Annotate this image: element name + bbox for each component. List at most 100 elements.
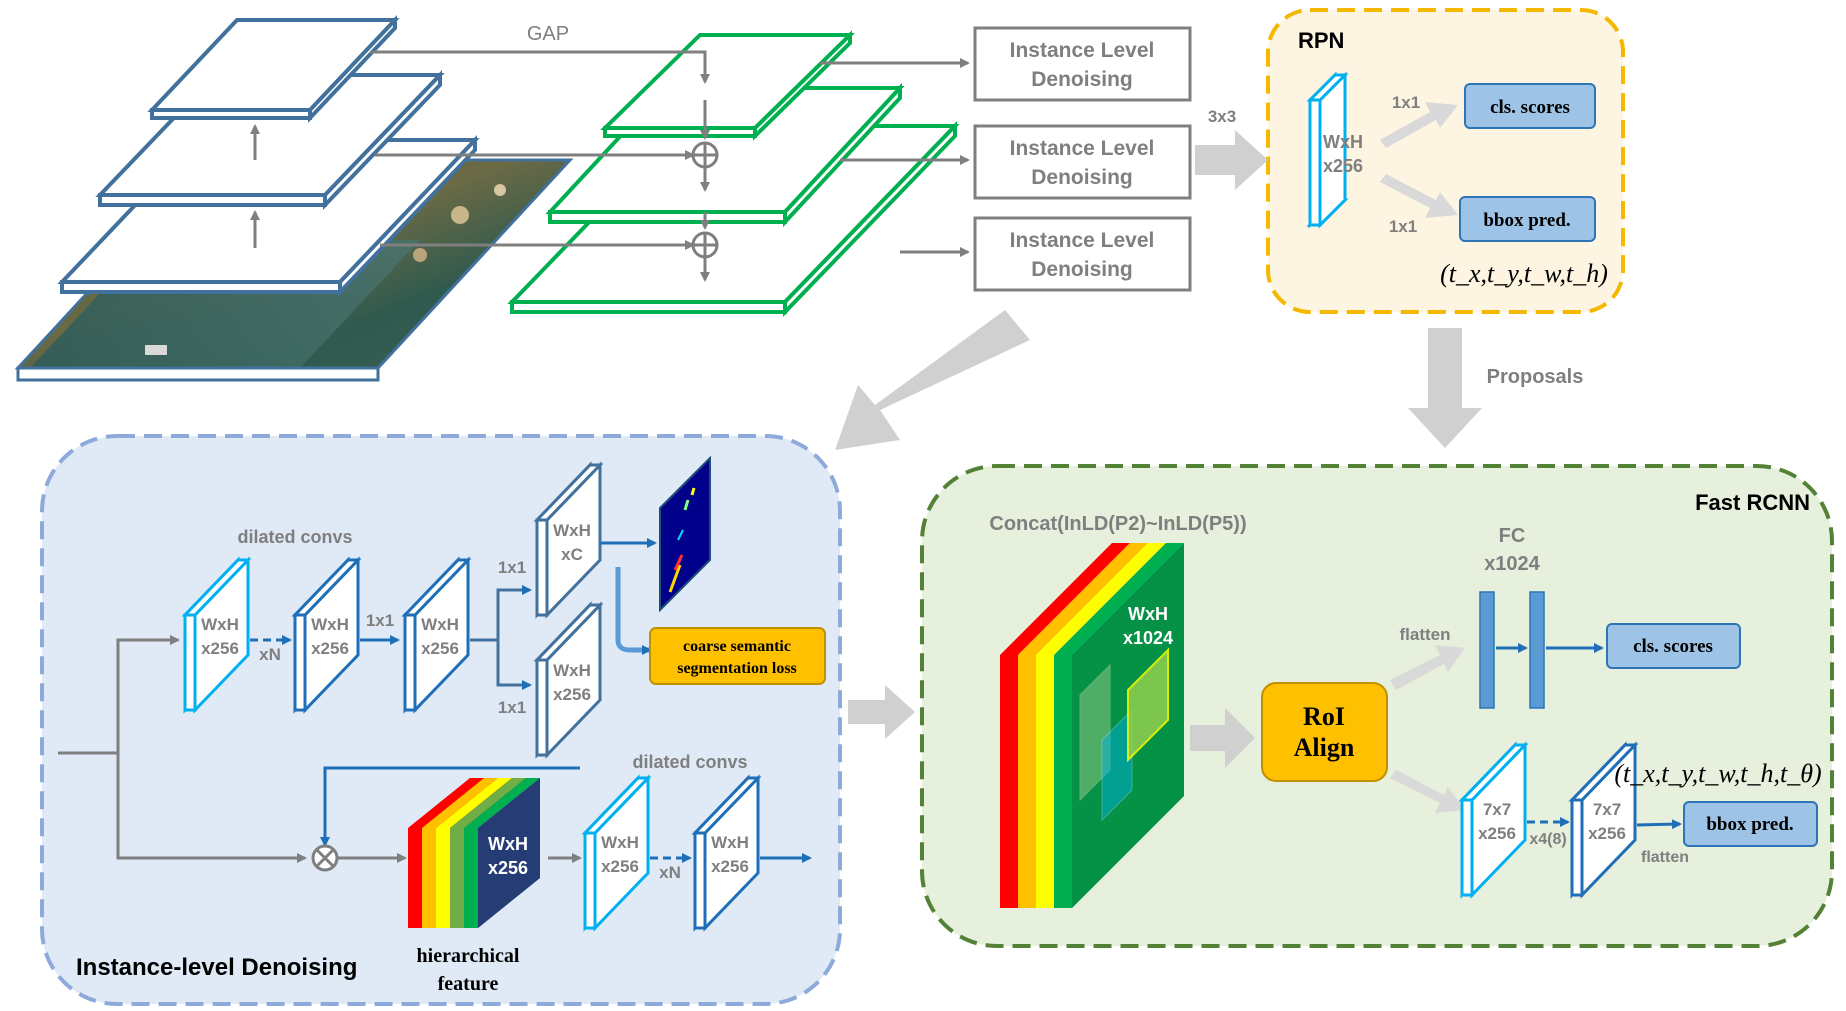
inld-box-1: Instance Level Denoising — [973, 26, 1192, 102]
fc-dim-label: x1024 — [1484, 553, 1540, 575]
ild-feature-2: WxH x256 — [291, 556, 362, 714]
fc-bar-1 — [1479, 591, 1495, 709]
svg-text:coarse semantic: coarse semantic — [683, 638, 791, 655]
proposals-label: Proposals — [1487, 366, 1584, 388]
svg-text:segmentation loss: segmentation loss — [677, 660, 797, 677]
rpn-bbox-arrow — [1380, 174, 1458, 218]
svg-text:WxH: WxH — [553, 521, 591, 540]
proposals-arrow — [1408, 328, 1482, 448]
svg-text:x256: x256 — [201, 639, 239, 658]
fpn-layer-top — [147, 14, 400, 124]
xN-top-label: xN — [259, 645, 281, 664]
sum-node-1 — [691, 141, 719, 169]
segmentation-map — [659, 455, 711, 613]
svg-text:Align: Align — [1294, 733, 1355, 762]
ild-to-rcnn-arrow — [848, 685, 915, 739]
ild-feature-b: WxH x256 — [533, 601, 604, 759]
svg-text:cls. scores: cls. scores — [1490, 97, 1570, 118]
svg-text:x256: x256 — [1588, 824, 1626, 843]
rpn-cls-arrow — [1380, 102, 1458, 148]
multiply-node — [311, 844, 339, 872]
ild-feature-3: WxH x256 — [401, 556, 472, 714]
svg-text:x256: x256 — [1478, 824, 1516, 843]
svg-text:x256: x256 — [601, 857, 639, 876]
svg-text:x256: x256 — [1323, 156, 1363, 176]
svg-text:WxH: WxH — [711, 833, 749, 852]
gap-connection — [370, 50, 710, 84]
rpn-bbox-formula: (t_x,t_y,t_w,t_h) — [1440, 259, 1608, 288]
to-seg-loss-arrow — [615, 567, 652, 655]
branch-lower-arrow — [496, 640, 532, 690]
rpn-title: RPN — [1298, 28, 1344, 53]
svg-text:Instance Level: Instance Level — [1010, 137, 1155, 160]
fc-label: FC — [1499, 525, 1526, 547]
fpn-layer-middle — [95, 70, 445, 210]
flatten-bottom-label: flatten — [1641, 849, 1689, 866]
dilated-convs-top: dilated convs — [237, 527, 352, 547]
rcnn-bbox-formula: (t_x,t_y,t_w,t_h,t_θ) — [1614, 759, 1821, 788]
rcnn-bbox-pred: bbox pred. — [1683, 801, 1818, 847]
svg-text:x256: x256 — [421, 639, 459, 658]
svg-text:x256: x256 — [311, 639, 349, 658]
conv-1x1-lower-label: 1x1 — [498, 698, 526, 717]
ild-feature-5: WxH x256 — [691, 774, 762, 932]
ild-branch-top — [116, 635, 180, 753]
fast-rcnn-title: Fast RCNN — [1695, 490, 1810, 515]
concat-feature: WxH x1024 — [1000, 543, 1184, 908]
to-ild-arrow — [835, 310, 1030, 450]
svg-text:Denoising: Denoising — [1031, 258, 1133, 281]
x4-label: x4(8) — [1529, 831, 1566, 848]
ild-feature-1: WxH x256 — [181, 556, 252, 714]
rpn-feature-map: WxH x256 — [1306, 71, 1363, 229]
conv-1x1-mid-label: 1x1 — [366, 611, 394, 630]
svg-text:WxH: WxH — [201, 615, 239, 634]
svg-text:WxH: WxH — [421, 615, 459, 634]
svg-text:Denoising: Denoising — [1031, 166, 1133, 189]
svg-text:x256: x256 — [553, 685, 591, 704]
inld-box-2: Instance Level Denoising — [973, 124, 1192, 200]
roi-align-box: RoI Align — [1261, 682, 1388, 782]
hierarchical-caption-2: feature — [438, 973, 499, 995]
svg-text:7x7: 7x7 — [1593, 800, 1621, 819]
rcnn-cls-scores: cls. scores — [1606, 623, 1741, 669]
roi-to-fc-arrow — [1390, 645, 1465, 690]
rpn-conv-bottom: 1x1 — [1389, 217, 1417, 236]
fc-bar-2 — [1529, 591, 1545, 709]
svg-text:x256: x256 — [711, 857, 749, 876]
rpn-bbox-pred: bbox pred. — [1459, 196, 1596, 242]
rcnn-box-feature-1: 7x7 x256 — [1458, 741, 1529, 899]
gap-label: GAP — [527, 23, 569, 45]
rcnn-box-feature-2: 7x7 x256 — [1568, 741, 1639, 899]
rpn-conv-top: 1x1 — [1392, 93, 1420, 112]
svg-text:x256: x256 — [488, 858, 528, 878]
to-multiply-arrow — [320, 766, 580, 847]
to-roi-arrow — [1190, 708, 1255, 768]
concat-label: Concat(InLD(P2)~InLD(P5)) — [989, 513, 1246, 535]
hierarchical-caption-1: hierarchical — [417, 945, 520, 967]
sum-node-2 — [691, 231, 719, 259]
svg-text:Instance Level: Instance Level — [1010, 229, 1155, 252]
svg-text:WxH: WxH — [1323, 132, 1363, 152]
svg-text:WxH: WxH — [553, 661, 591, 680]
svg-text:WxH: WxH — [311, 615, 349, 634]
flatten-top-label: flatten — [1400, 625, 1451, 644]
svg-text:WxH: WxH — [601, 833, 639, 852]
conv-3x3-label: 3x3 — [1208, 107, 1236, 126]
box-to-bbox-arrow — [1636, 819, 1682, 830]
svg-text:Instance Level: Instance Level — [1010, 39, 1155, 62]
svg-text:x1024: x1024 — [1123, 628, 1173, 648]
svg-text:Denoising: Denoising — [1031, 68, 1133, 91]
svg-text:WxH: WxH — [1128, 604, 1168, 624]
rpn-cls-scores: cls. scores — [1464, 83, 1596, 129]
svg-text:bbox pred.: bbox pred. — [1706, 814, 1793, 835]
svg-text:bbox pred.: bbox pred. — [1483, 210, 1570, 231]
hierarchical-feature: WxH x256 — [408, 778, 540, 928]
ild-title: Instance-level Denoising — [76, 954, 357, 981]
svg-text:WxH: WxH — [488, 834, 528, 854]
svg-text:cls. scores: cls. scores — [1633, 636, 1713, 657]
dilated-convs-bottom: dilated convs — [632, 752, 747, 772]
ild-branch-bottom — [116, 753, 307, 863]
svg-text:RoI: RoI — [1303, 702, 1345, 731]
ild-feature-4: WxH x256 — [581, 774, 652, 932]
